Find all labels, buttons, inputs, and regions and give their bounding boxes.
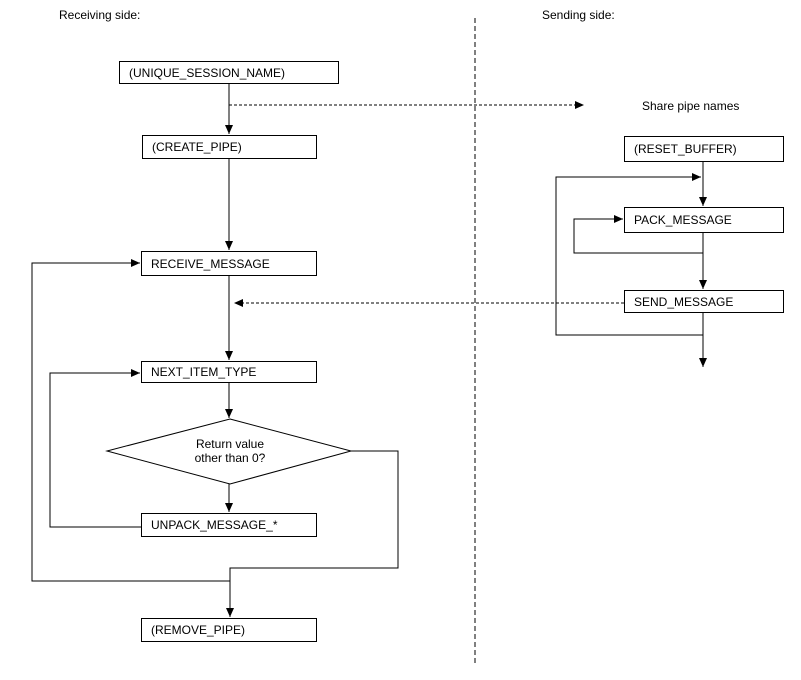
edge-pack-inner-loop [573,215,703,254]
edge-send-outer-loop [555,173,703,336]
sending-side-header: Sending side: [542,8,615,22]
node-receive-message: RECEIVE_MESSAGE [141,251,317,276]
receiving-side-header: Receiving side: [59,8,141,22]
node-send-message: SEND_MESSAGE [624,290,784,313]
node-unpack-message: UNPACK_MESSAGE_* [141,513,317,537]
node-unique-session-name: (UNIQUE_SESSION_NAME) [119,61,339,84]
decision-line-2: other than 0? [194,451,266,465]
decision-line-1: Return value [195,437,265,451]
share-pipe-names-label: Share pipe names [642,99,740,113]
decision-diamond-shape [105,418,353,485]
edge-decision-no-to-remove [226,450,399,617]
edge-unpack-loop-to-next [49,369,141,528]
node-next-item-type: NEXT_ITEM_TYPE [141,361,317,383]
node-pack-message: PACK_MESSAGE [624,207,784,233]
node-reset-buffer: (RESET_BUFFER) [624,136,784,162]
node-create-pipe: (CREATE_PIPE) [142,135,317,159]
decision-diamond-label: Return value other than 0? [160,437,300,465]
node-remove-pipe: (REMOVE_PIPE) [141,618,317,642]
edge-loop-back-to-receive [31,259,230,582]
